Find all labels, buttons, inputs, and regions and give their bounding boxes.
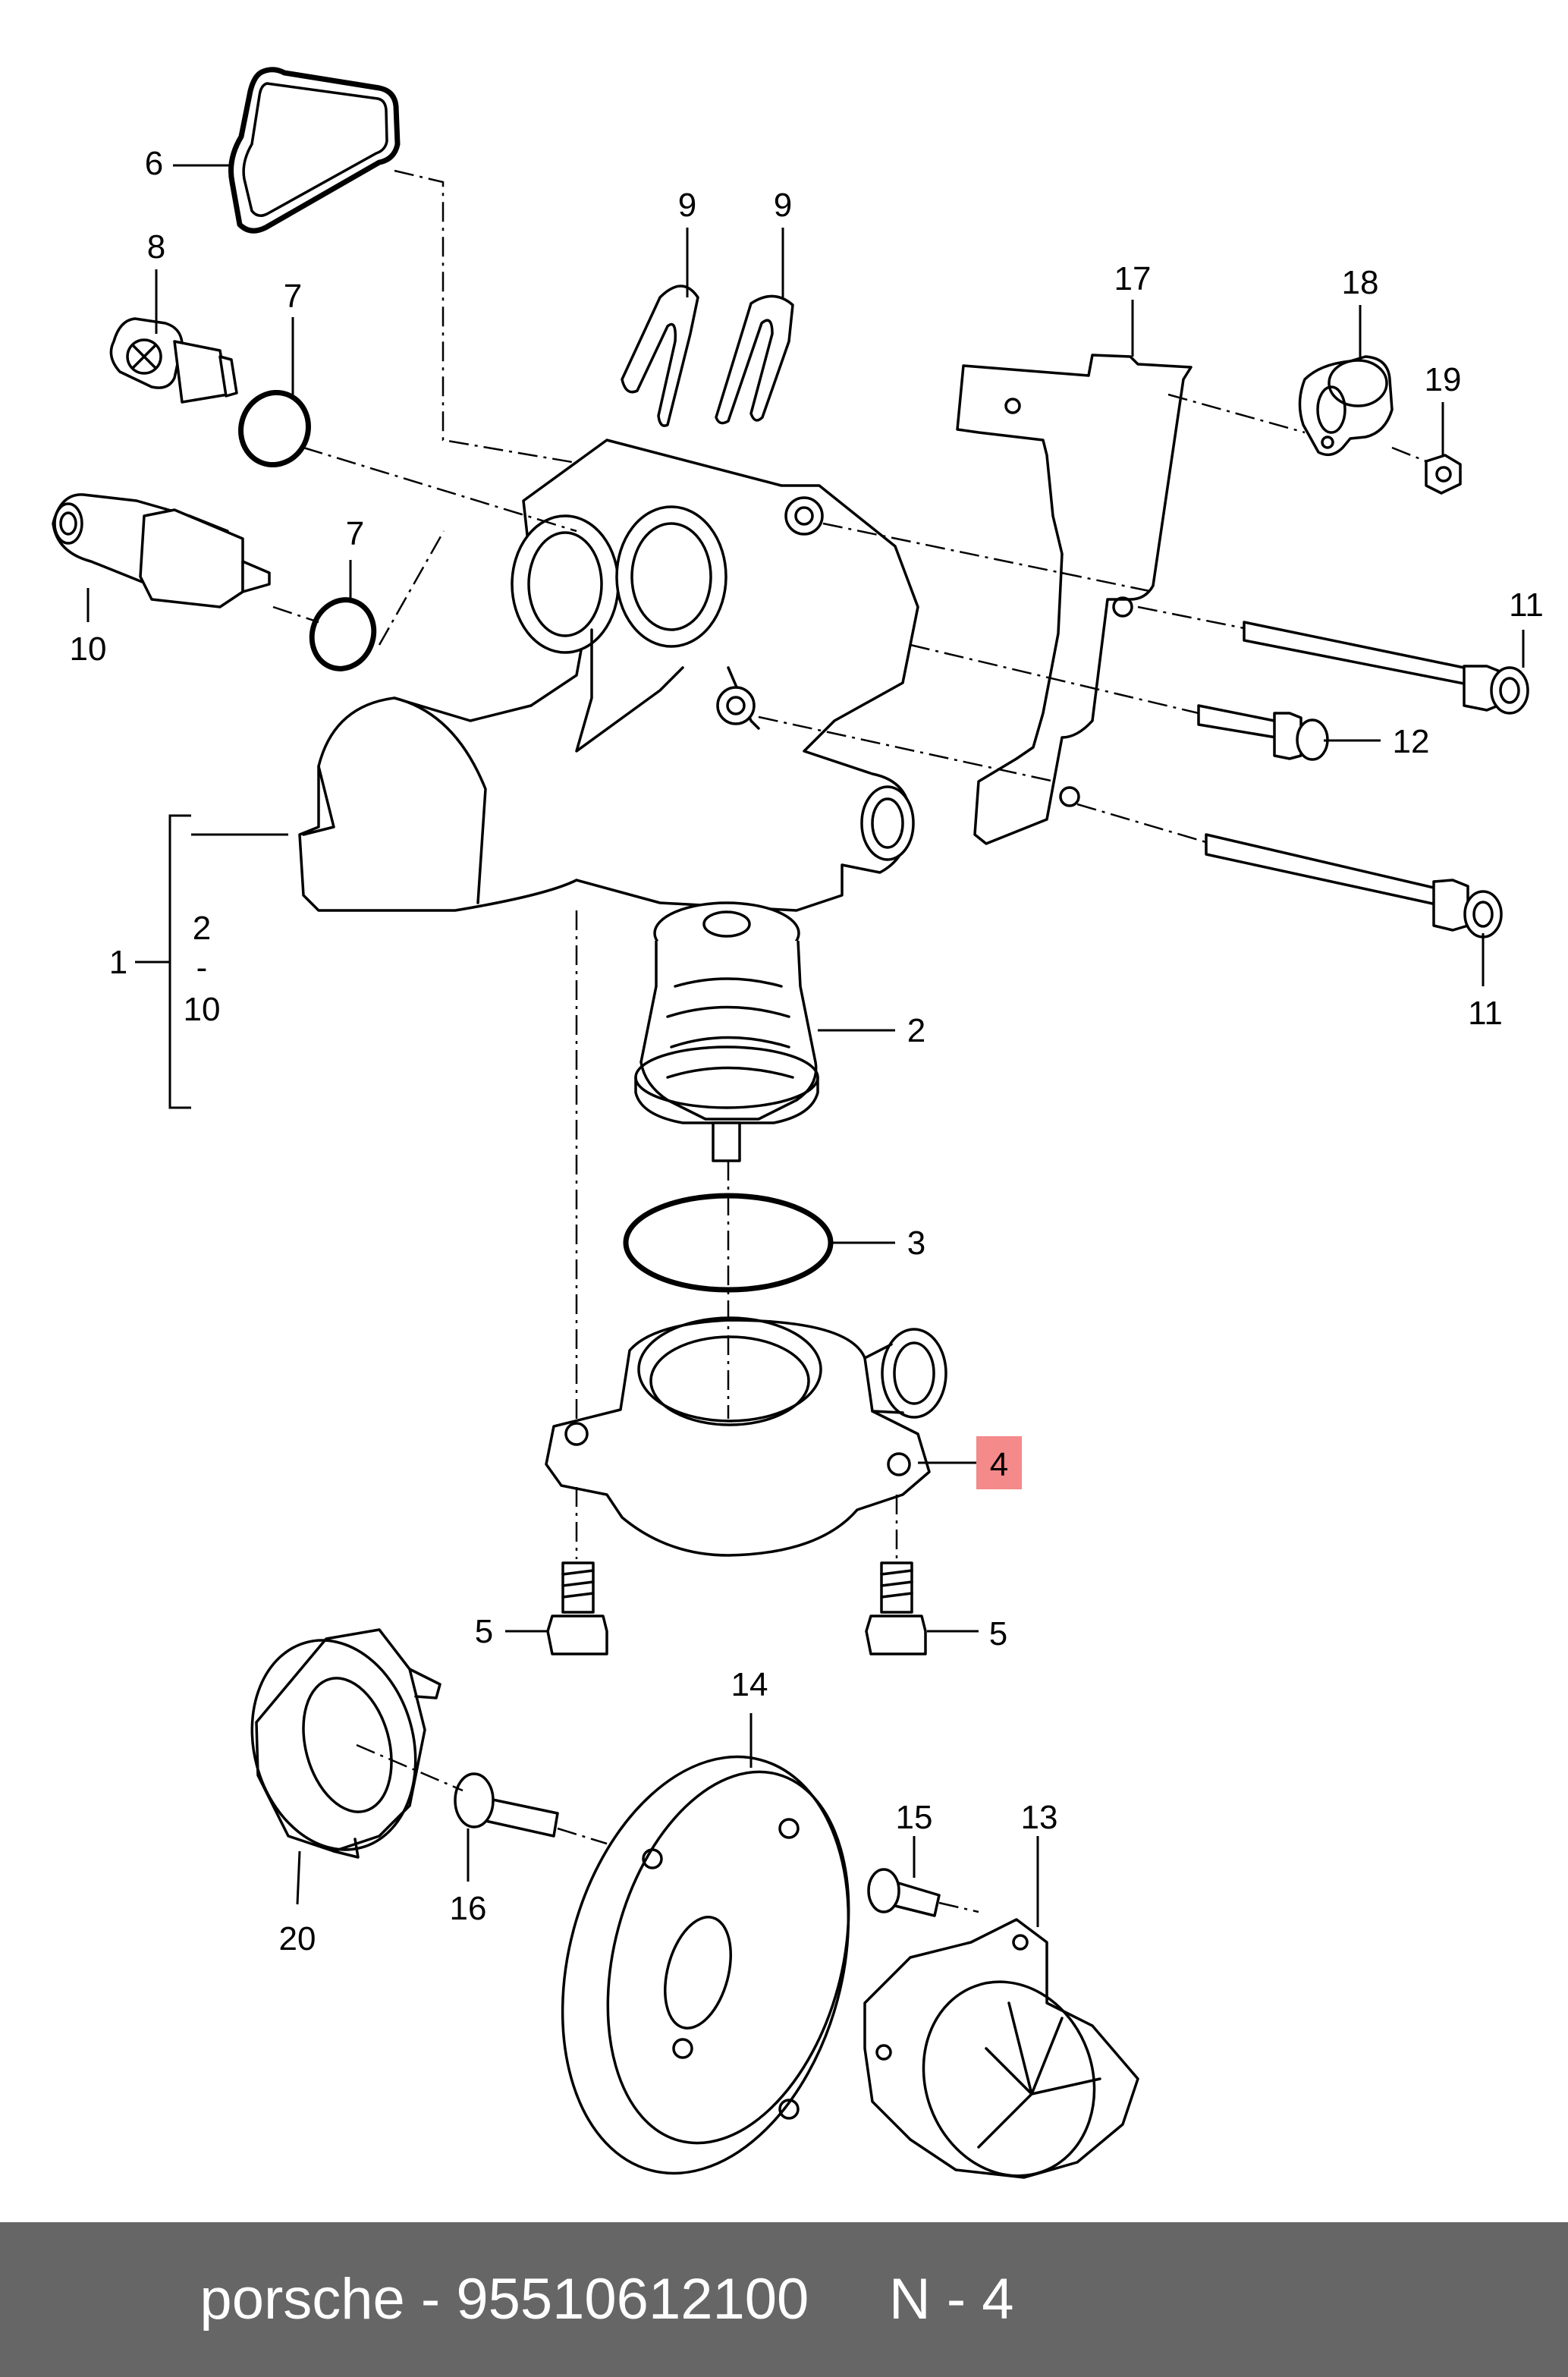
callout-7-lower: 7 xyxy=(346,515,364,552)
callout-18: 18 xyxy=(1342,264,1379,301)
callout-8: 8 xyxy=(147,228,165,266)
callout-7-upper: 7 xyxy=(284,278,302,315)
footer-caption: porsche - 95510612100 N - 4 xyxy=(200,2267,1014,2331)
callout-10: 10 xyxy=(70,630,107,668)
callout-17: 17 xyxy=(1114,260,1152,297)
clip-part-9-right xyxy=(715,294,794,425)
thermostat-housing-part-1 xyxy=(298,439,919,912)
cover-part-20 xyxy=(250,1628,441,1859)
o-ring-part-7-upper xyxy=(238,389,311,468)
gasket-part-6 xyxy=(228,67,401,234)
plug-part-8 xyxy=(109,317,238,404)
callout-3: 3 xyxy=(907,1225,925,1262)
thermostat-part-2 xyxy=(634,901,819,1162)
callout-9-left: 9 xyxy=(678,187,696,224)
leader-lines xyxy=(86,164,1525,1927)
callout-13: 13 xyxy=(1021,1799,1058,1836)
exploded-parts-diagram: 6 8 7 7 9 9 17 18 19 10 11 12 11 1 2 - 1… xyxy=(52,67,1544,2179)
water-outlet-part-4 xyxy=(545,1316,947,1557)
callout-15: 15 xyxy=(896,1799,933,1836)
callout-range-start: 2 xyxy=(193,910,211,947)
callout-5-right: 5 xyxy=(989,1615,1007,1652)
bolt-part-15 xyxy=(867,1868,941,1917)
temperature-sensor-part-10 xyxy=(52,493,271,608)
callout-labels: 6 8 7 7 9 9 17 18 19 10 11 12 11 1 2 - 1… xyxy=(70,145,1544,1957)
bolt-part-12 xyxy=(1197,704,1329,761)
bolt-part-11-upper xyxy=(1243,621,1529,715)
footer-bar xyxy=(0,2222,1568,2377)
callout-20: 20 xyxy=(279,1920,316,1957)
callout-11-upper: 11 xyxy=(1509,586,1544,624)
callout-1: 1 xyxy=(109,944,127,981)
callout-2: 2 xyxy=(907,1012,925,1049)
callout-16: 16 xyxy=(450,1890,487,1927)
pulley-part-14 xyxy=(561,1755,850,2175)
callout-11-lower: 11 xyxy=(1468,995,1503,1032)
bolt-part-5-right xyxy=(865,1561,927,1655)
callout-14: 14 xyxy=(731,1666,768,1703)
bolt-part-16 xyxy=(454,1772,559,1838)
clip-part-9-left xyxy=(621,285,699,427)
assembly-lines xyxy=(272,169,1427,1913)
water-pump-part-13 xyxy=(863,1918,1139,2179)
highlight-box xyxy=(976,1436,1022,1489)
callout-9-right: 9 xyxy=(774,187,792,224)
callout-6: 6 xyxy=(145,145,163,182)
housing-part-18 xyxy=(1298,355,1394,457)
o-ring-part-7-lower xyxy=(309,597,377,671)
callout-range-dash: - xyxy=(196,949,208,986)
bracket-part-17 xyxy=(956,354,1192,845)
callout-19: 19 xyxy=(1425,361,1462,398)
callout-5-left: 5 xyxy=(475,1613,493,1650)
callout-range-end: 10 xyxy=(184,991,221,1028)
bolt-part-5-left xyxy=(546,1561,608,1655)
bolt-part-11-lower xyxy=(1205,833,1503,939)
nut-part-19 xyxy=(1425,454,1462,495)
callout-12: 12 xyxy=(1393,723,1430,760)
callout-4: 4 xyxy=(990,1446,1008,1483)
